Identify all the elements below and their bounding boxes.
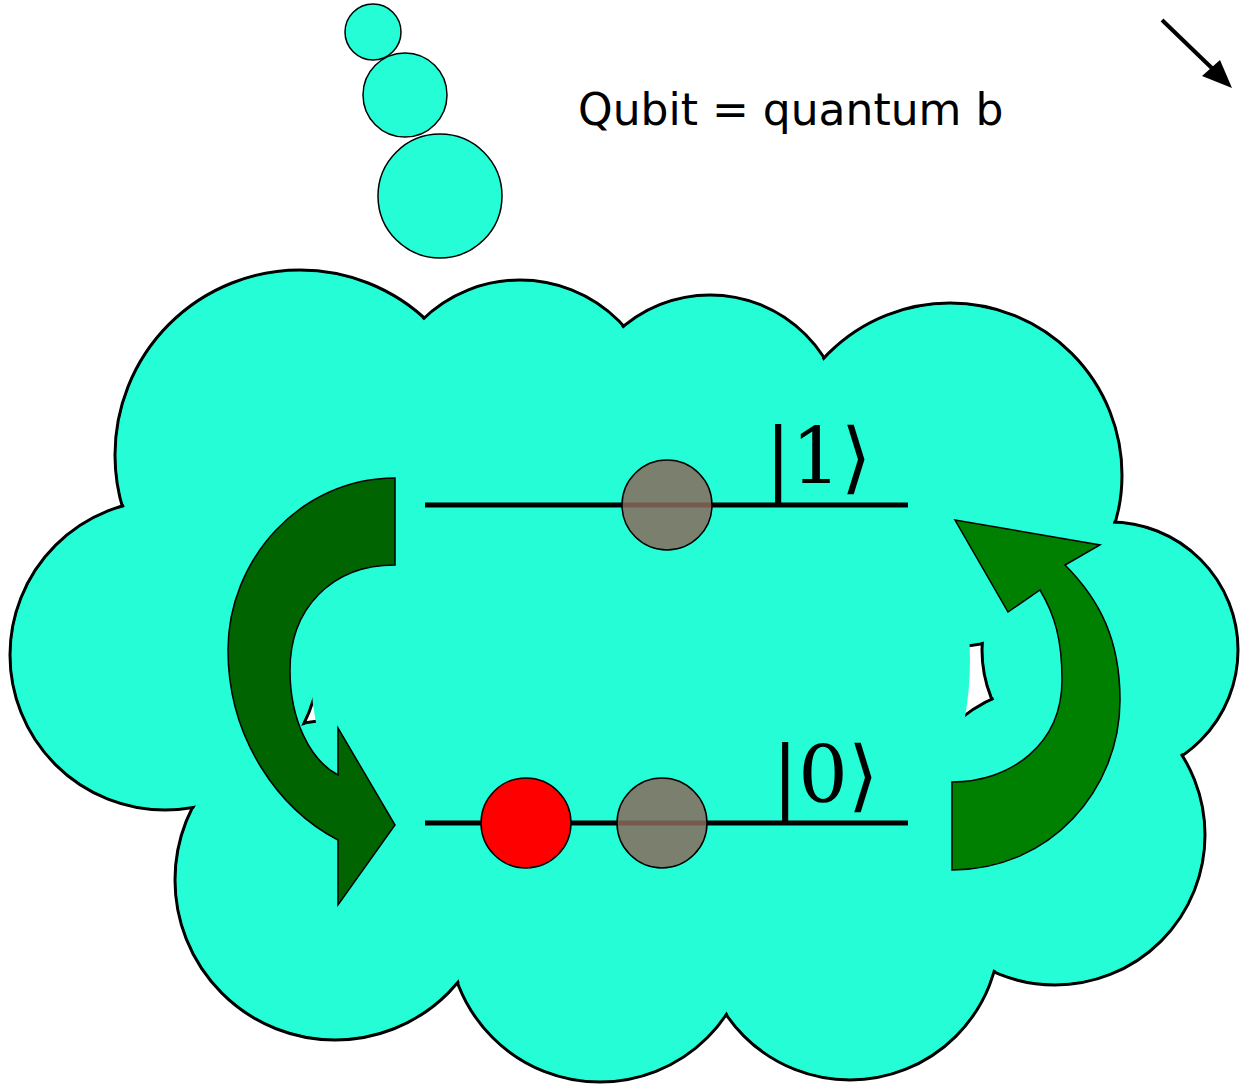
- energy-levels: [425, 505, 908, 823]
- title-text: Qubit = quantum b: [578, 88, 1003, 132]
- small-bubble: [378, 134, 502, 258]
- ghost-particle: [622, 460, 712, 550]
- ghost-particle: [617, 778, 707, 868]
- transition-arrow: [952, 520, 1120, 870]
- transition-arrow: [228, 478, 395, 905]
- thought-bubbles: [345, 4, 502, 258]
- small-bubble: [363, 53, 447, 137]
- state-label: |0⟩: [772, 736, 878, 814]
- small-bubble: [345, 4, 401, 60]
- particles: [481, 460, 712, 868]
- state-label: |1⟩: [765, 418, 871, 496]
- cloud-fill: [12, 272, 1236, 1080]
- particle: [481, 778, 571, 868]
- pointer-arrow: [1162, 20, 1232, 88]
- cloud-outline: [10, 270, 1238, 1082]
